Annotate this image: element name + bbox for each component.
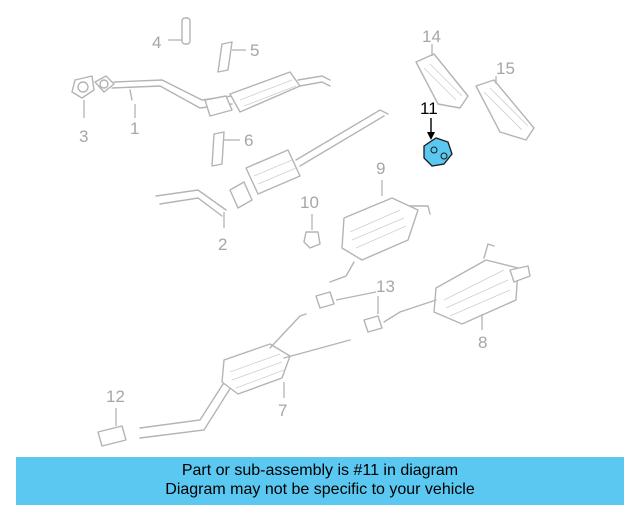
callout-7: 7	[278, 401, 287, 420]
part-13-clamps	[315, 291, 383, 333]
callout-5: 5	[250, 41, 259, 60]
part-2-pipe	[155, 109, 389, 228]
part-10-clamp	[303, 214, 321, 249]
part-15-heat-shield	[475, 76, 535, 141]
callout-8: 8	[478, 333, 487, 352]
callout-1: 1	[130, 119, 139, 138]
part-7-dual-pipe	[139, 313, 351, 439]
part-11-hanger-highlighted	[423, 118, 453, 167]
part-6-hanger	[211, 131, 240, 167]
part-1-front-pipe	[94, 71, 331, 118]
callout-9: 9	[376, 159, 385, 178]
callout-3: 3	[79, 127, 88, 146]
callout-13: 13	[376, 277, 395, 296]
part-8-muffler	[383, 243, 531, 330]
callout-10: 10	[300, 193, 319, 212]
part-4-bracket	[168, 17, 191, 45]
part-9-muffler	[329, 180, 431, 283]
callout-15: 15	[496, 59, 515, 78]
part-5-hanger	[217, 41, 246, 73]
exhaust-parts-diagram: 1 2 3 4 5 6 7 8 9 10 11 12 13 14 15	[71, 17, 535, 447]
callout-12: 12	[106, 387, 125, 406]
callout-4: 4	[152, 33, 161, 52]
callout-2: 2	[218, 235, 227, 254]
banner-line-part: Part or sub-assembly is #11 in diagram	[181, 462, 459, 479]
callout-6: 6	[244, 131, 253, 150]
part-14-heat-shield	[415, 44, 469, 109]
callout-11: 11	[420, 99, 438, 118]
info-banner: Part or sub-assembly is #11 in diagram D…	[16, 457, 624, 505]
part-12-clamp	[97, 408, 127, 447]
banner-line-disclaimer: Diagram may not be specific to your vehi…	[165, 481, 475, 498]
part-3-gasket	[71, 75, 95, 118]
callout-14: 14	[422, 27, 441, 46]
